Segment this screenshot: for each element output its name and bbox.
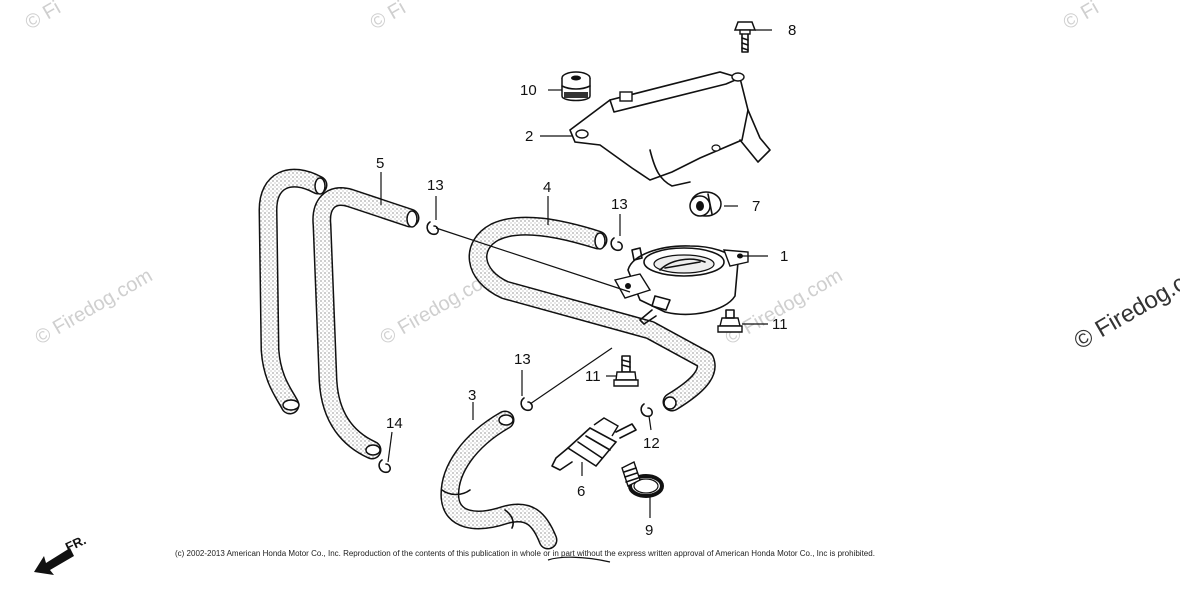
callout-5: 5 [376, 155, 384, 172]
watermark-top-center: © Fi [367, 0, 410, 34]
watermark-top-right: © Fi [1060, 0, 1103, 34]
clip-12 [640, 403, 653, 418]
hose-part-5 [312, 187, 420, 460]
callout-14: 14 [386, 415, 403, 432]
direction-label: FR. [63, 532, 88, 554]
copyright-notice: (c) 2002-2013 American Honda Motor Co., … [175, 549, 875, 558]
bolt-part-11-lower [613, 355, 639, 387]
callout-6: 6 [577, 483, 585, 500]
clamp-part-9 [621, 461, 664, 498]
clip-13-top [426, 221, 439, 236]
callout-8: 8 [788, 22, 796, 39]
clip-14 [378, 459, 391, 474]
watermark-top-left: © Fi [22, 0, 65, 34]
watermark-left: © Firedog.com [32, 265, 157, 350]
clip-13-middle [610, 237, 623, 252]
grommet-part-7 [689, 191, 722, 217]
callout-3: 3 [468, 387, 476, 404]
callout-10: 10 [520, 82, 537, 99]
callout-13-top: 13 [427, 177, 444, 194]
callout-13-lower: 13 [514, 351, 531, 368]
grommet-part-10 [561, 71, 591, 102]
bracket-part-2 [569, 71, 771, 187]
leader-lines [380, 29, 772, 563]
hose-left [258, 168, 328, 415]
watermarks: © Fi © Fi © Fi © Firedog.com © Firedog.c… [22, 0, 1180, 355]
watermark-right-edge: © Firedog.com [1070, 253, 1180, 355]
callout-labels: 1 2 3 4 5 6 7 8 9 10 11 11 12 13 13 13 1… [376, 22, 796, 539]
callout-9: 9 [645, 522, 653, 539]
direction-indicator: FR. [34, 532, 88, 575]
fuel-pump-part-1 [613, 245, 749, 325]
bolt-part-8 [733, 21, 757, 53]
callout-2: 2 [525, 128, 533, 145]
bolt-part-11-upper [717, 309, 743, 333]
callout-7: 7 [752, 198, 760, 215]
callout-4: 4 [543, 179, 551, 196]
watermark-right-center: © Firedog.com [722, 265, 847, 350]
callout-1: 1 [780, 248, 788, 265]
hose-part-3 [440, 410, 558, 550]
fuel-filter-part-6 [551, 417, 637, 471]
callout-11-upper: 11 [772, 316, 788, 333]
callout-12: 12 [643, 435, 660, 452]
callout-13-middle: 13 [611, 196, 628, 213]
callout-11-lower: 11 [585, 368, 601, 385]
front-arrow-icon [34, 548, 74, 575]
hose-part-4 [468, 216, 716, 412]
